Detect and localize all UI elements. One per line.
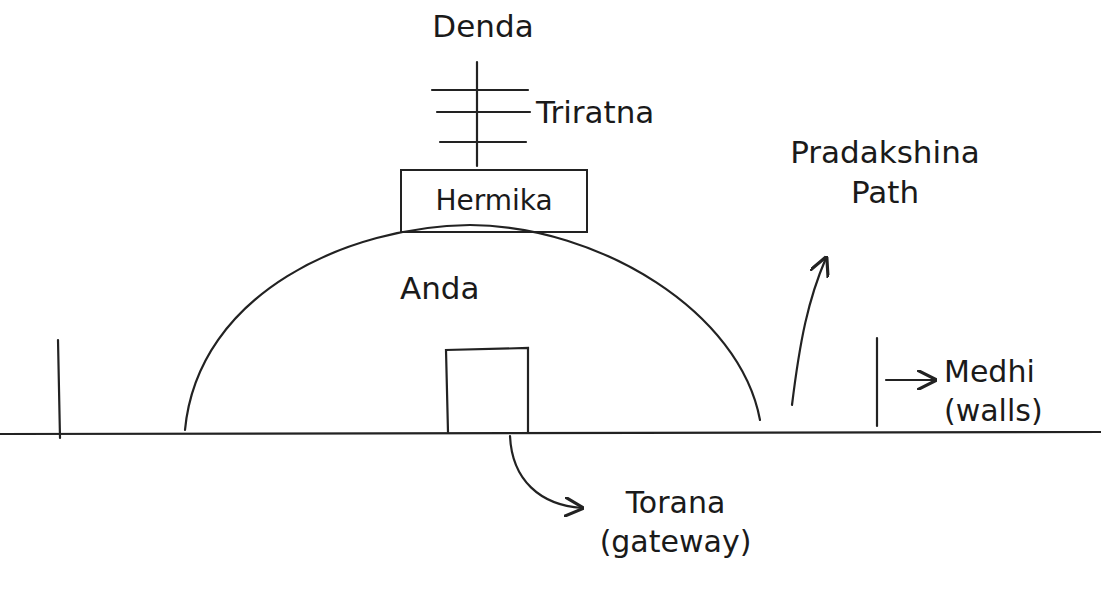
denda-pole [476,62,478,166]
hermika-box: Hermika [400,169,588,233]
node-text: Anda [400,270,480,307]
torana-leader [510,436,582,508]
ground-line [0,432,1101,434]
medhi-wall-right [876,338,878,426]
medhi-leader [886,379,935,381]
pradakshina-leader [792,258,826,405]
part-label: Medhi (walls) [944,352,1094,430]
torana-gateway [446,348,528,432]
triratna-disc [432,89,528,91]
part-label: Torana (gateway) [588,483,763,561]
triratna-disc [440,141,526,143]
anda-dome: Anda [180,222,770,434]
node-text: Hermika [435,184,552,218]
part-label: Pradakshina Path [765,132,1005,213]
medhi-wall-left [58,340,60,438]
triratna-disc [437,111,530,113]
dome-outline [180,222,770,434]
part-label: Triratna [536,92,686,132]
part-label: Denda [428,6,538,46]
anda-outline [185,225,760,430]
